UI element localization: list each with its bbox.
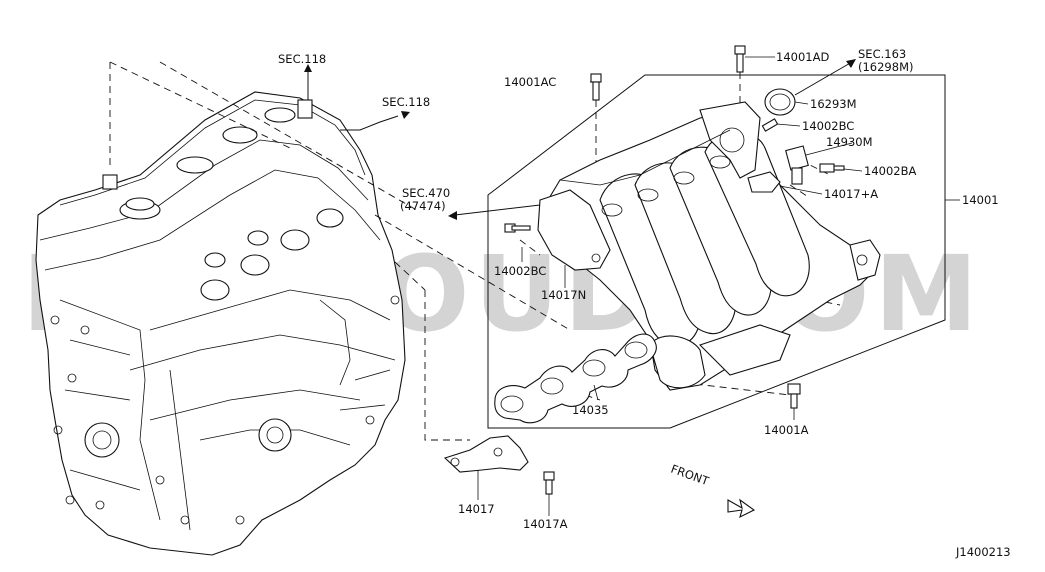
arrow-sec118-top xyxy=(304,64,312,100)
gasket-14035 xyxy=(494,333,657,424)
arrow-sec118-right xyxy=(401,111,410,119)
label-14001AC: 14001AC xyxy=(504,75,556,89)
label-14001AD: 14001AD xyxy=(776,50,829,64)
seal-16293M xyxy=(764,88,796,116)
bolt-14002BA xyxy=(819,163,845,173)
bolt-14001AD xyxy=(734,45,746,73)
label-leaders xyxy=(477,56,960,516)
arrow-sec470 xyxy=(448,204,541,220)
intake-manifold xyxy=(537,101,881,391)
bracket-14017-A xyxy=(747,171,781,193)
label-sec163-sub: (16298M) xyxy=(858,60,913,74)
label-14035: 14035 xyxy=(572,403,609,417)
bolt-14017A xyxy=(543,471,555,495)
label-14002BC-left: 14002BC xyxy=(494,264,546,278)
label-14017A-plus: 14017+A xyxy=(824,187,878,201)
bolt-14002BC-top xyxy=(761,118,779,132)
front-arrow xyxy=(727,498,756,519)
label-14017N: 14017N xyxy=(541,288,586,302)
label-16293M: 16293M xyxy=(810,97,857,111)
diagram-id: J1400213 xyxy=(955,545,1011,559)
bolt-14001A xyxy=(787,383,801,409)
label-14002BA: 14002BA xyxy=(864,164,916,178)
arrow-sec163 xyxy=(794,59,856,96)
label-sec470-sub: (47474) xyxy=(400,199,446,213)
engine-block xyxy=(35,91,406,556)
label-14002BC-top: 14002BC xyxy=(802,119,854,133)
front-label: FRONT xyxy=(669,462,712,489)
label-sec470: SEC.470 xyxy=(402,186,450,200)
label-sec118-right: SEC.118 xyxy=(382,95,430,109)
bolt-14001AC xyxy=(590,73,602,101)
label-14930M: 14930M xyxy=(826,135,873,149)
label-sec163: SEC.163 xyxy=(858,47,906,61)
assembly-boundary xyxy=(487,74,946,429)
label-14017A: 14017A xyxy=(523,517,568,531)
label-14001: 14001 xyxy=(962,193,999,207)
sensor-14930M xyxy=(785,145,809,185)
label-sec118-top: SEC.118 xyxy=(278,52,326,66)
bolt-14002BC-left xyxy=(504,223,531,233)
label-14017: 14017 xyxy=(458,502,495,516)
label-14001A: 14001A xyxy=(764,423,809,437)
bracket-14017 xyxy=(443,435,529,473)
